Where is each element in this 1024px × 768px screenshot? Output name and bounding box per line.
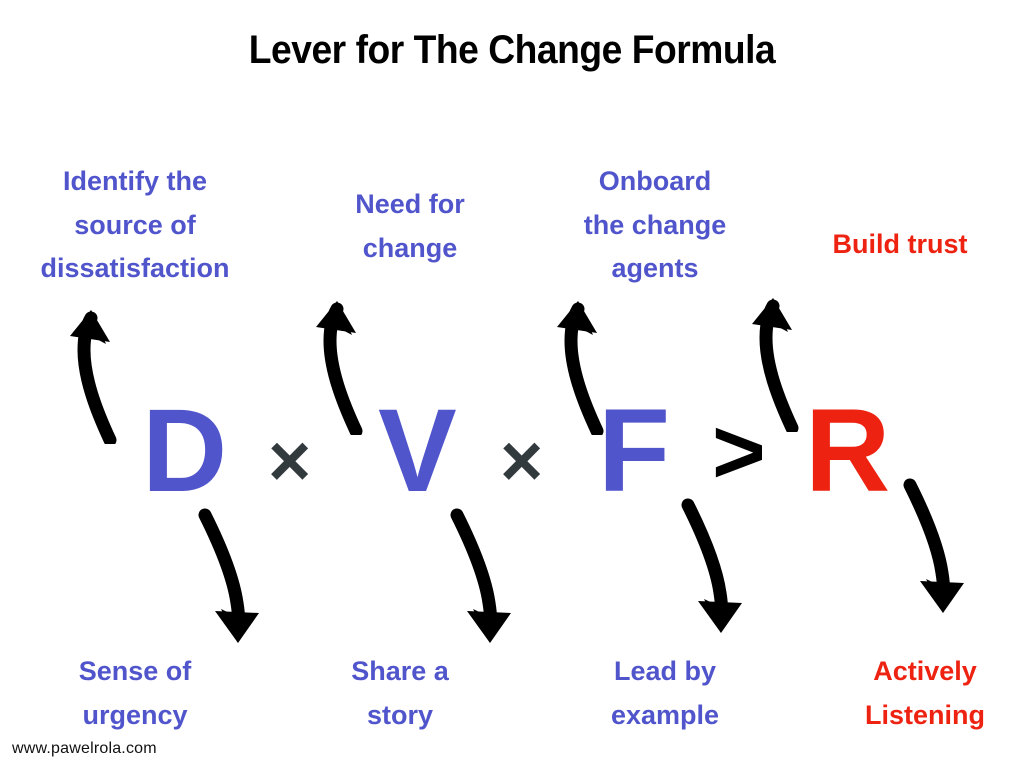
arrow-down-to-share-a-story xyxy=(450,508,511,643)
label-build-trust: Build trust xyxy=(832,229,968,259)
label-identify-source-of-dissatisfaction: Identify the source of dissatisfaction xyxy=(40,166,230,284)
label-need-for-change: Need for change xyxy=(355,189,465,263)
formula-term-first-steps: F xyxy=(598,385,671,517)
label-share-a-story: Share a story xyxy=(351,656,449,730)
page-title: Lever for The Change Formula xyxy=(248,28,776,72)
change-formula: D × V × F > R xyxy=(0,392,1024,512)
label-actively-listening: Actively Listening xyxy=(865,656,985,730)
formula-operator-multiply-1: × xyxy=(268,419,312,502)
watermark-url: www.pawelrola.com xyxy=(12,740,157,757)
label-onboard-the-change-agents: Onboard the change agents xyxy=(583,166,727,284)
formula-operator-multiply-2: × xyxy=(500,419,544,502)
formula-term-dissatisfaction: D xyxy=(142,385,228,517)
formula-operator-greater-than: > xyxy=(712,401,766,503)
label-lead-by-example: Lead by example xyxy=(610,656,720,730)
formula-term-vision: V xyxy=(378,385,457,517)
label-sense-of-urgency: Sense of urgency xyxy=(78,656,192,730)
arrow-down-to-lead-by-example xyxy=(681,498,742,633)
formula-term-resistance: R xyxy=(805,385,891,517)
arrow-down-to-sense-of-urgency xyxy=(198,508,259,643)
